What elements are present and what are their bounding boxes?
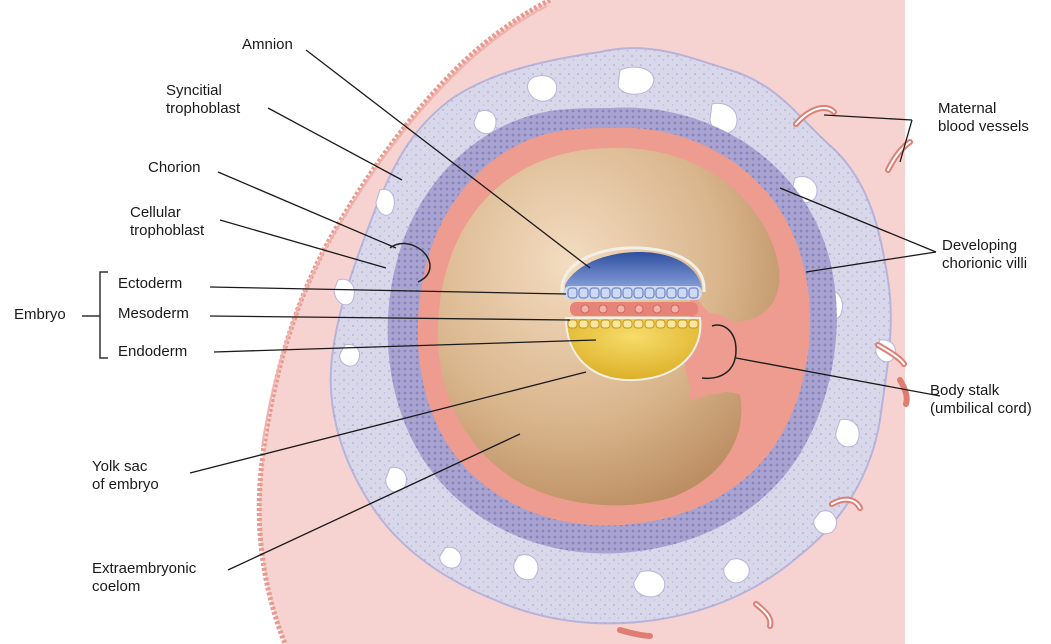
label-embryo: Embryo xyxy=(14,306,66,324)
label-maternal-line2: blood vessels xyxy=(938,118,1029,136)
embryo-bracket xyxy=(100,272,108,358)
label-cellular-trophoblast: Cellular trophoblast xyxy=(130,204,204,240)
label-endoderm: Endoderm xyxy=(118,343,187,361)
label-stalk-line2: (umbilical cord) xyxy=(930,400,1032,418)
label-ectoderm: Ectoderm xyxy=(118,275,182,293)
label-stalk-line1: Body stalk xyxy=(930,382,1032,400)
label-maternal-blood-vessels: Maternal blood vessels xyxy=(938,100,1029,136)
label-body-stalk: Body stalk (umbilical cord) xyxy=(930,382,1032,418)
label-coelom-line2: coelom xyxy=(92,578,196,596)
label-developing-chorionic-villi: Developing chorionic villi xyxy=(942,237,1027,273)
label-chorion: Chorion xyxy=(148,159,201,177)
label-cellular-line1: Cellular xyxy=(130,204,204,222)
label-maternal-line1: Maternal xyxy=(938,100,1029,118)
label-syncitial-trophoblast: Syncitial trophoblast xyxy=(166,82,240,118)
label-extraembryonic-coelom: Extraembryonic coelom xyxy=(92,560,196,596)
label-yolk-sac: Yolk sac of embryo xyxy=(92,458,159,494)
label-yolk-line2: of embryo xyxy=(92,476,159,494)
label-villi-line2: chorionic villi xyxy=(942,255,1027,273)
label-cellular-line2: trophoblast xyxy=(130,222,204,240)
label-syncitial-line2: trophoblast xyxy=(166,100,240,118)
label-villi-line1: Developing xyxy=(942,237,1027,255)
label-coelom-line1: Extraembryonic xyxy=(92,560,196,578)
label-amnion: Amnion xyxy=(242,36,293,54)
label-mesoderm: Mesoderm xyxy=(118,305,189,323)
label-syncitial-line1: Syncitial xyxy=(166,82,240,100)
label-yolk-line1: Yolk sac xyxy=(92,458,159,476)
